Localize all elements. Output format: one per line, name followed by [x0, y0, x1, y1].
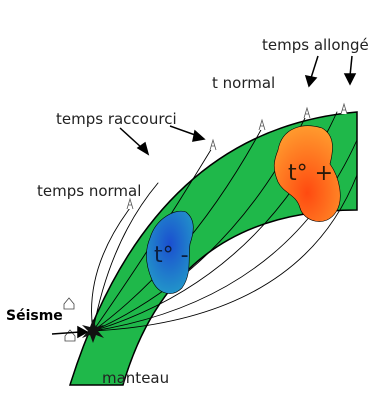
arrow	[311, 56, 318, 78]
station-icon	[210, 140, 216, 150]
station-icon	[127, 199, 133, 209]
label-temps-raccourci: temps raccourci	[56, 110, 177, 128]
label-cold-anomaly: t° -	[154, 243, 189, 268]
station-icon	[304, 108, 310, 118]
label-seisme: Séisme	[6, 308, 63, 324]
arrow	[120, 128, 142, 148]
house-icon	[64, 298, 74, 309]
station-icon	[341, 104, 347, 114]
arrow	[52, 332, 80, 334]
arrow	[350, 56, 352, 76]
station-icon	[259, 120, 265, 130]
label-t-normal: t normal	[212, 74, 275, 92]
label-hot-anomaly: t° +	[288, 161, 333, 186]
house-icon	[65, 330, 75, 341]
label-manteau: manteau	[102, 369, 169, 387]
label-temps-normal: temps normal	[37, 182, 141, 200]
label-temps-allonge: temps allongé	[262, 36, 369, 54]
